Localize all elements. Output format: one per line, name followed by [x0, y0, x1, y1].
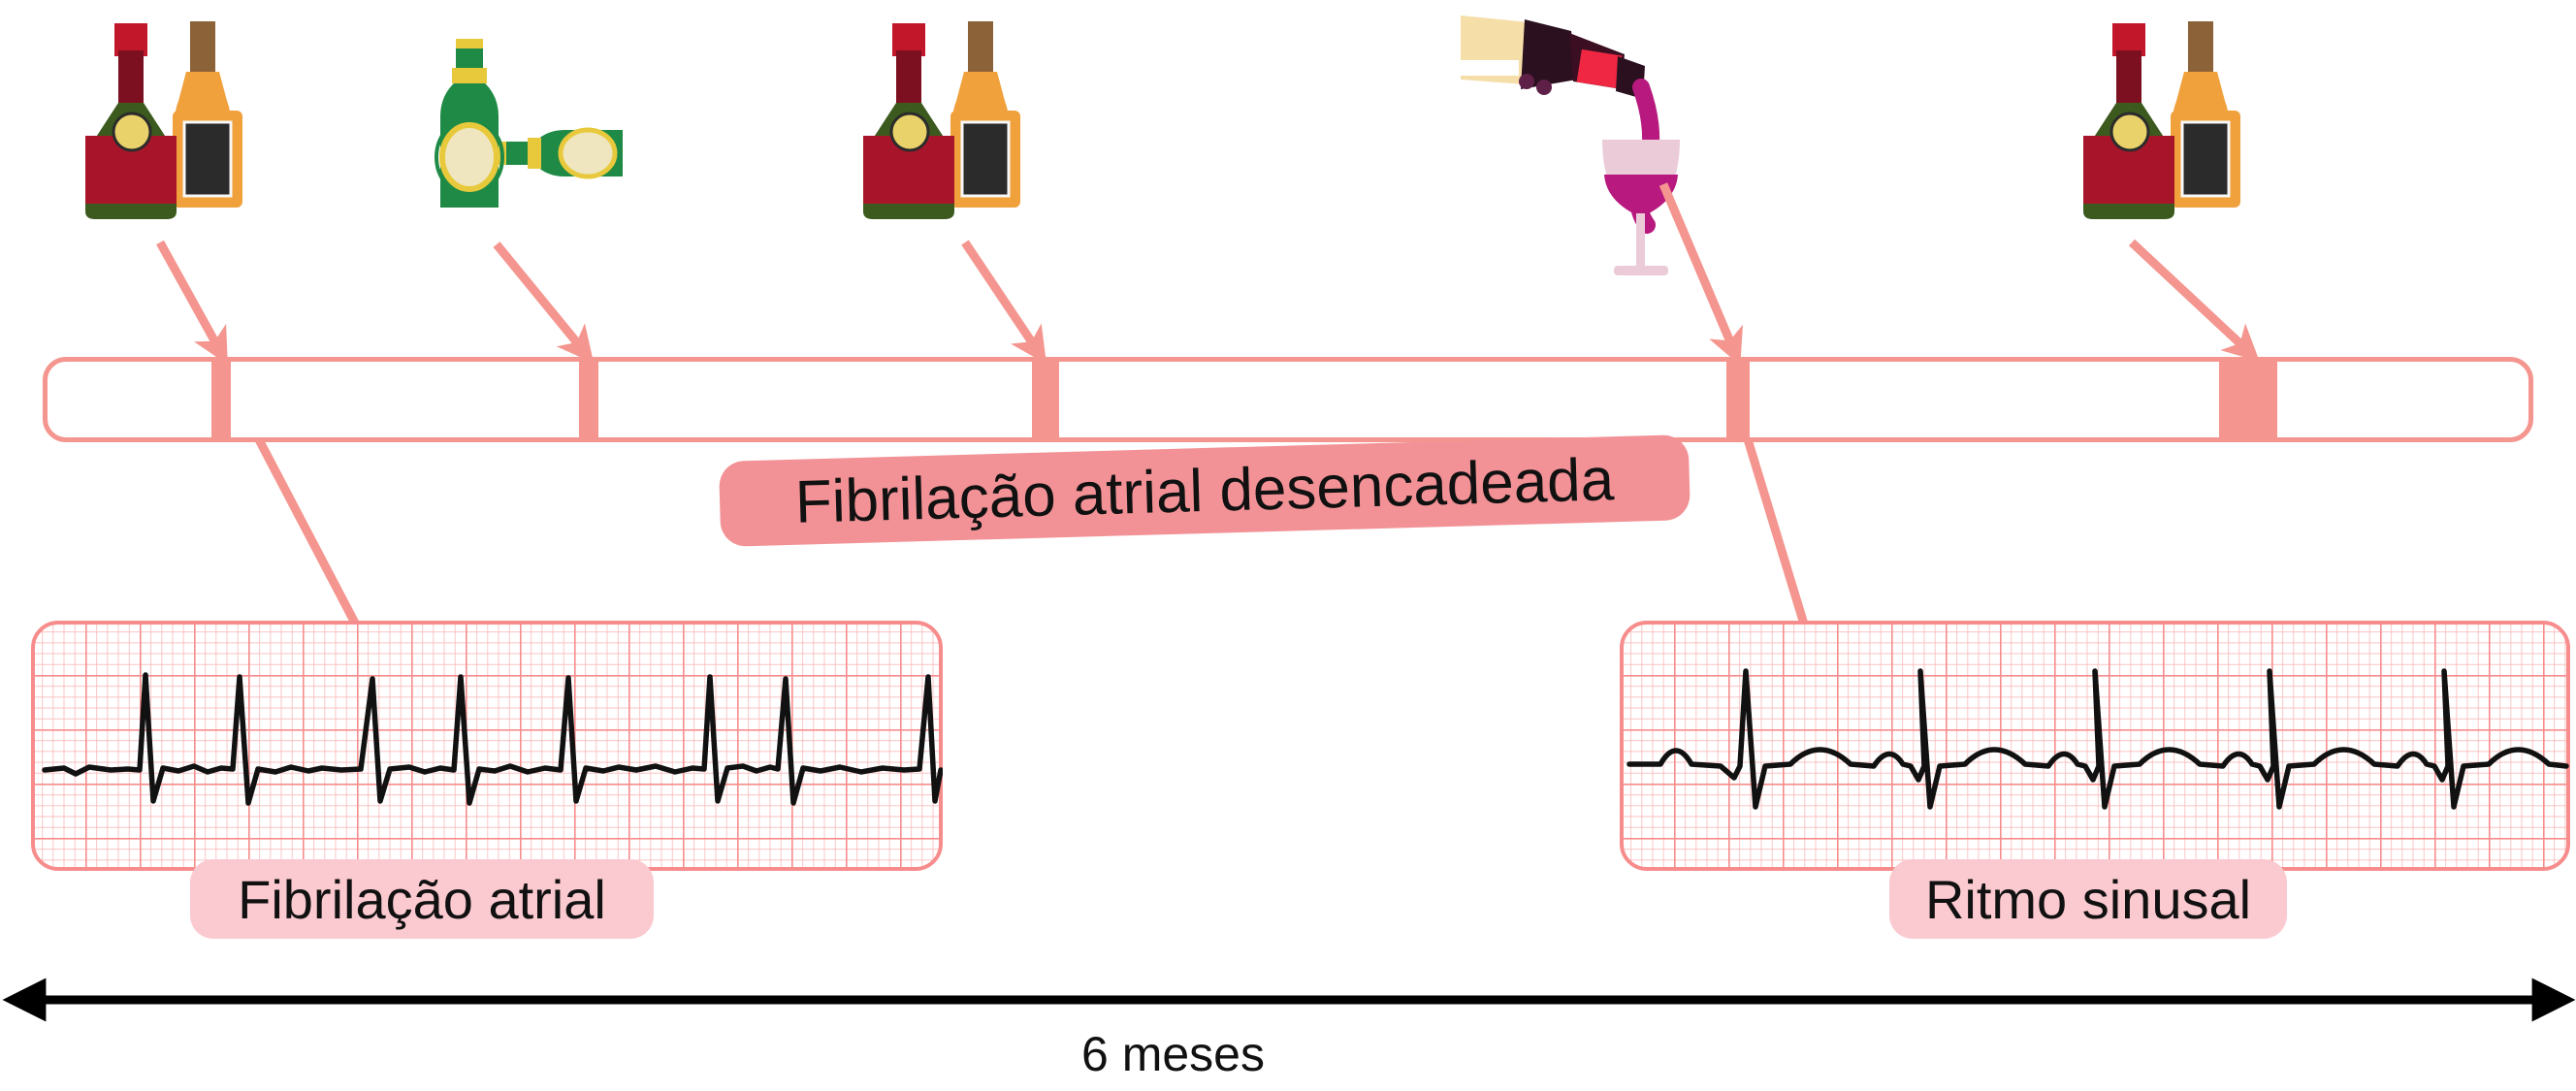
timeline-marker-1[interactable]	[211, 357, 231, 442]
liquor-bottles-icon	[863, 21, 1020, 219]
trigger-icon-group-4	[1455, 10, 1707, 281]
liquor-bottles-icon	[2083, 21, 2240, 219]
label-triggered-af-text: Fibrilação atrial desencadeada	[793, 445, 1616, 536]
timeline-marker-4[interactable]	[1726, 357, 1750, 442]
trigger-icon-group-3	[846, 17, 1030, 250]
duration-axis-caption: 6 meses	[1081, 1026, 1265, 1082]
timeline-bar[interactable]	[43, 357, 2533, 442]
timeline-marker-3[interactable]	[1032, 357, 1059, 442]
duration-axis-caption-text: 6 meses	[1081, 1027, 1265, 1081]
arrow-ecg-sinus-to-timeline	[1729, 401, 1811, 632]
trigger-icon-group-5	[2066, 17, 2250, 250]
liquor-bottles-icon	[85, 21, 242, 219]
timeline-marker-2[interactable]	[579, 357, 598, 442]
wine-pouring-icon	[1461, 16, 1680, 275]
arrow-trigger-1	[156, 240, 228, 366]
trigger-icon-group-2	[427, 37, 650, 211]
ecg-trace-af	[42, 672, 944, 806]
label-sinus-rhythm: Ritmo sinusal	[1889, 859, 2287, 939]
beer-bottles-icon	[435, 39, 623, 208]
ecg-strip-sinus	[1620, 621, 2570, 871]
label-sinus-rhythm-text: Ritmo sinusal	[1924, 868, 2252, 930]
ecg-trace-sinus	[1626, 668, 2569, 810]
arrow-trigger-3	[961, 240, 1047, 365]
timeline-marker-5[interactable]	[2219, 357, 2277, 442]
arrow-trigger-2	[493, 241, 595, 364]
label-triggered-af: Fibrilação atrial desencadeada	[718, 434, 1691, 547]
arrow-trigger-5	[2128, 239, 2260, 363]
ecg-strip-af	[31, 621, 944, 871]
label-atrial-fibrillation: Fibrilação atrial	[190, 859, 654, 939]
trigger-icon-group-1	[68, 17, 252, 250]
label-atrial-fibrillation-text: Fibrilação atrial	[238, 868, 606, 930]
